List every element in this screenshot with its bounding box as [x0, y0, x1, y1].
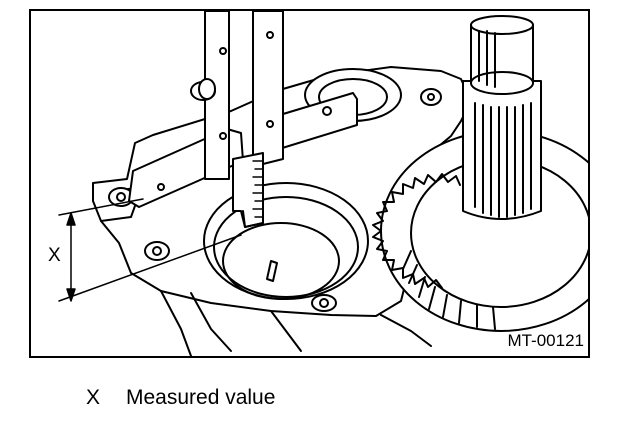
legend-key: X	[86, 386, 101, 409]
figure-code: MT-00121	[507, 331, 584, 350]
figure-frame: X MT-00121	[29, 9, 590, 358]
legend-item: X Measured value	[86, 386, 275, 410]
legend-text: Measured value	[126, 386, 276, 409]
splined-shaft	[462, 15, 542, 220]
dimension-x	[58, 198, 242, 302]
depth-gauge	[128, 11, 358, 228]
measured-bore	[203, 182, 369, 300]
measurement-illustration	[58, 11, 588, 356]
dimension-label: X	[48, 245, 61, 266]
